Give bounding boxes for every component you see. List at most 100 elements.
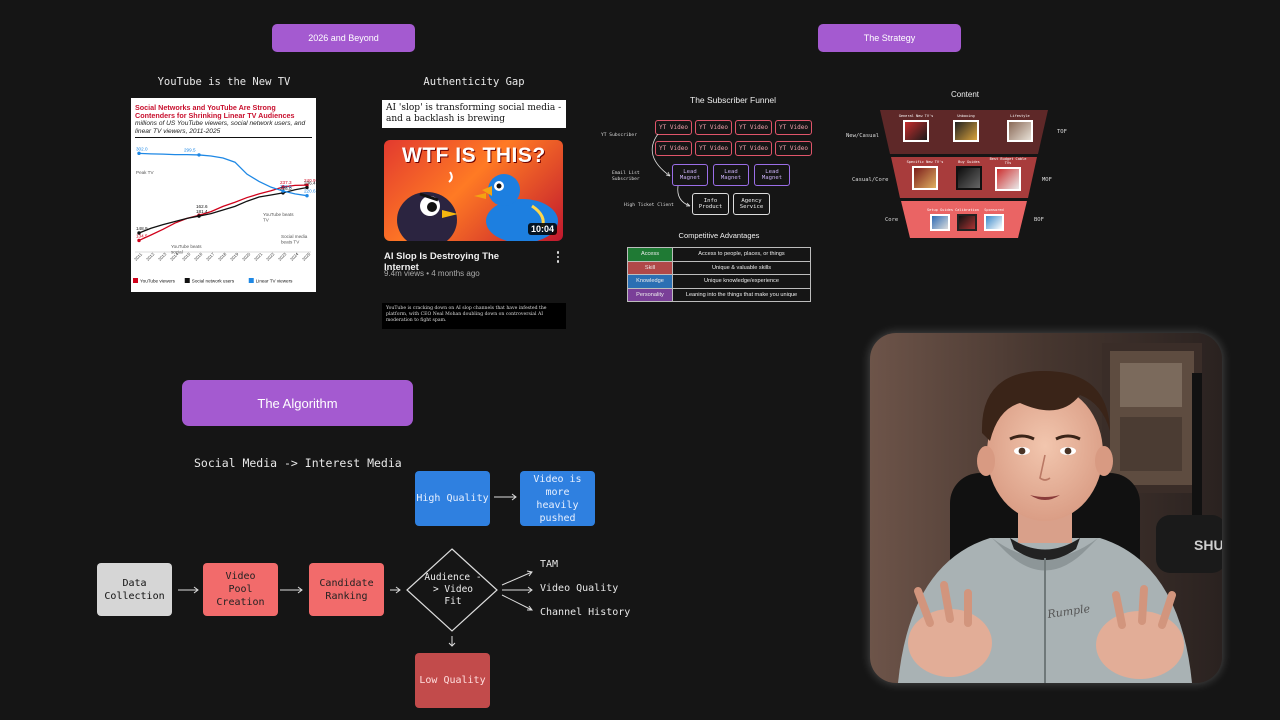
legend-swatch	[133, 278, 138, 283]
video-title[interactable]: AI Slop Is Destroying The Internet	[384, 251, 500, 273]
x-tick-label: 2022	[265, 251, 276, 262]
adv-label-personality: Personality	[627, 287, 673, 302]
x-tick-label: 2017	[205, 251, 216, 262]
funnel-agency-service: Agency Service	[733, 193, 770, 215]
funnel-yt-video: YT Video	[695, 120, 732, 135]
tier-label-mof: MOF	[1042, 177, 1052, 183]
chart-subtitle: millions of US YouTube viewers, social n…	[135, 120, 306, 135]
data-point	[305, 183, 309, 187]
section-the-algorithm: The Algorithm	[182, 380, 413, 426]
table-row: Access Access to people, places, or thin…	[627, 247, 811, 262]
mic-brand: SHURE	[1194, 537, 1222, 553]
card-label: Lifestyle	[1010, 114, 1030, 118]
card-label: Setup Guides	[927, 208, 953, 212]
data-label: 148.9	[136, 226, 148, 231]
section-the-strategy: The Strategy	[818, 24, 961, 52]
x-tick-label: 2023	[277, 251, 288, 262]
funnel-yt-video: YT Video	[655, 141, 692, 156]
section-2026-and-beyond: 2026 and Beyond	[272, 24, 415, 52]
bird-illustration	[397, 192, 458, 241]
content-card: Buy Guides	[950, 160, 988, 196]
chart-annotation: social	[171, 250, 183, 255]
card-thumb	[930, 214, 950, 231]
card-label: Buy Guides	[958, 160, 980, 164]
content-heading: Content	[950, 90, 980, 99]
content-card: General New TV's	[896, 114, 936, 150]
content-card: Unboxing	[946, 114, 986, 150]
funnel-yt-video: YT Video	[775, 141, 812, 156]
x-tick-label: 2024	[289, 251, 300, 262]
funnel-arrows	[651, 133, 691, 207]
webcam-feed: SHURE Rumple	[870, 333, 1222, 683]
tier-label-bof: BOF	[1034, 217, 1044, 223]
data-label: 299.5	[184, 148, 196, 153]
table-row: Knowledge Unique knowledge/experience	[627, 274, 811, 289]
data-collection-box: Data Collection	[97, 563, 172, 616]
factor-tam: TAM	[540, 559, 559, 570]
table-row: Personality Leaning into the things that…	[627, 287, 811, 302]
funnel-lead-magnet: Lead Magnet	[672, 164, 708, 186]
series-line-0	[138, 184, 308, 242]
legend-entry: YouTube viewers	[140, 279, 176, 284]
content-card: Sponsored	[976, 208, 1012, 236]
factor-channel-history: Channel History	[540, 607, 631, 618]
table-row: Skill Unique & valuable skills	[627, 260, 811, 275]
x-tick-label: 2015	[181, 251, 192, 262]
card-thumb	[903, 120, 929, 142]
data-point	[281, 185, 285, 189]
exclaim-mark	[448, 171, 453, 183]
data-point	[137, 231, 141, 235]
card-label: Best Budget Cable TVs	[989, 157, 1027, 165]
data-label: 134.5	[136, 233, 148, 238]
video-duration: 10:04	[527, 223, 557, 235]
hoodie-logo: Rumple	[1046, 602, 1092, 621]
content-card: Best Budget Cable TVs	[988, 157, 1028, 197]
x-tick-label: 2011	[133, 251, 143, 261]
x-tick-label: 2013	[157, 251, 168, 262]
video-thumbnail[interactable]: WTF IS THIS? 10:04	[384, 140, 563, 241]
x-tick-label: 2019	[229, 251, 240, 262]
legend-swatch	[184, 278, 190, 283]
data-point	[197, 153, 201, 157]
card-thumb	[912, 166, 938, 190]
arrow-to-pushed	[494, 493, 517, 501]
data-label: 220.6	[304, 189, 316, 194]
card-label: Calibration	[955, 208, 979, 212]
card-label: Unboxing	[957, 114, 975, 118]
card-thumb	[953, 120, 979, 142]
data-point	[305, 185, 309, 190]
chart-annotation: Peak TV	[136, 170, 154, 175]
low-quality-box: Low Quality	[415, 653, 490, 708]
funnel-yt-video: YT Video	[655, 120, 692, 135]
x-tick-label: 2012	[145, 251, 156, 262]
algorithm-arrows	[178, 548, 533, 647]
data-label: 181.4	[196, 209, 208, 214]
video-pool-box: Video Pool Creation	[203, 563, 278, 616]
content-card: Setup Guides	[922, 208, 958, 236]
youtube-tv-heading: YouTube is the New TV	[157, 76, 291, 88]
data-point	[305, 193, 309, 198]
funnel-lead-magnet: Lead Magnet	[754, 164, 790, 186]
more-options-icon[interactable]	[553, 250, 563, 264]
chart-annotation: YouTube beats	[171, 244, 202, 249]
article-snippet: YouTube is cracking down on AI slop chan…	[382, 303, 566, 329]
pushed-box: Video is more heavily pushed	[520, 471, 595, 526]
label-high-ticket: High Ticket Client	[624, 203, 674, 208]
authenticity-heading: Authenticity Gap	[423, 76, 525, 88]
chart-annotation: beats TV	[281, 240, 300, 245]
funnel-yt-video: YT Video	[735, 141, 772, 156]
x-tick-label: 2016	[193, 251, 204, 262]
thumbnail-text: WTF IS THIS?	[402, 144, 546, 167]
funnel-yt-video: YT Video	[775, 120, 812, 135]
adv-desc: Access to people, places, or things	[672, 247, 811, 262]
chart-annotation: Social media	[281, 234, 308, 239]
content-card: Lifestyle	[1000, 114, 1040, 150]
tier-label-tof: TOF	[1057, 129, 1067, 135]
video-meta: 9.4m views • 4 months ago	[384, 269, 480, 278]
adv-desc: Unique & valuable skills	[672, 260, 811, 275]
funnel-yt-video: YT Video	[695, 141, 732, 156]
funnel-lead-magnet: Lead Magnet	[713, 164, 749, 186]
card-label: Specific New TV's	[906, 160, 944, 164]
high-quality-box: High Quality	[415, 471, 490, 526]
